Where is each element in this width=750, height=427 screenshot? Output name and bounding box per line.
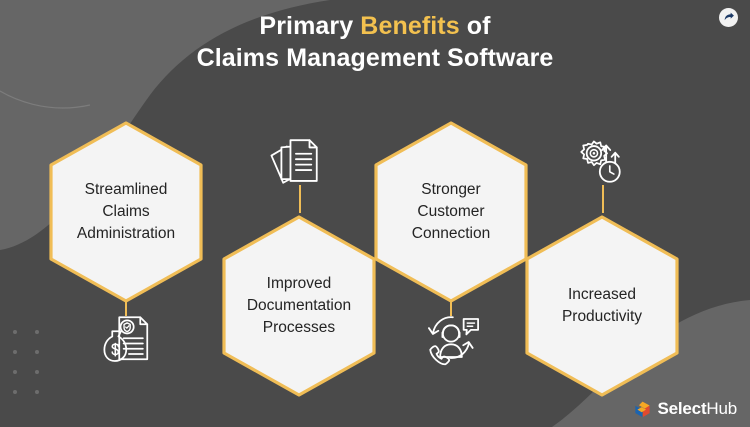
- benefit-hexagon-1[interactable]: Streamlined Claims Administration: [43, 118, 209, 306]
- benefit-hexagon-3[interactable]: Stronger Customer Connection: [368, 118, 534, 306]
- hexagon-shape: [222, 215, 376, 397]
- page-title: Primary Benefits of Claims Management So…: [0, 10, 750, 74]
- connector-line-3: [450, 290, 452, 316]
- title-part-accent: Benefits: [360, 12, 460, 40]
- gear-clock-growth-arrows-icon: [580, 140, 621, 183]
- benefit-label-4: Increased Productivity: [561, 286, 643, 325]
- benefit-icon-2: [266, 132, 324, 195]
- claims-document-money-bag-icon: [103, 316, 149, 362]
- logo-brand-bold: Select: [657, 399, 707, 418]
- title-part-after: of: [459, 12, 491, 40]
- benefit-icon-1: [100, 312, 156, 373]
- share-button[interactable]: [719, 8, 738, 27]
- connector-line-4: [602, 185, 604, 213]
- benefit-label-1: Streamlined Claims Administration: [76, 181, 176, 242]
- selecthub-logo[interactable]: SelectHub: [633, 399, 737, 419]
- benefit-label-3: Stronger Customer Connection: [411, 181, 491, 242]
- customer-support-headset-icon: [427, 316, 479, 366]
- benefit-hexagon-4[interactable]: Increased Productivity: [519, 212, 685, 400]
- logo-wordmark: SelectHub: [657, 399, 738, 419]
- stacked-documents-icon: [270, 139, 318, 184]
- connector-line-1: [125, 290, 127, 316]
- benefit-label-2: Improved Documentation Processes: [246, 275, 352, 336]
- logo-brand-light: Hub: [706, 399, 737, 418]
- selecthub-cube-icon: [634, 401, 650, 417]
- dot-grid-decoration: [13, 330, 57, 410]
- hexagon-shape: [374, 121, 528, 303]
- title-line-1: Primary Benefits of: [0, 10, 750, 42]
- share-arrow-icon: [724, 12, 734, 21]
- title-part-before: Primary: [259, 12, 361, 40]
- benefit-hexagon-2[interactable]: Improved Documentation Processes: [216, 212, 382, 400]
- title-line-2: Claims Management Software: [196, 44, 554, 72]
- benefit-icon-3: [422, 310, 480, 371]
- benefit-icon-4: [569, 131, 627, 194]
